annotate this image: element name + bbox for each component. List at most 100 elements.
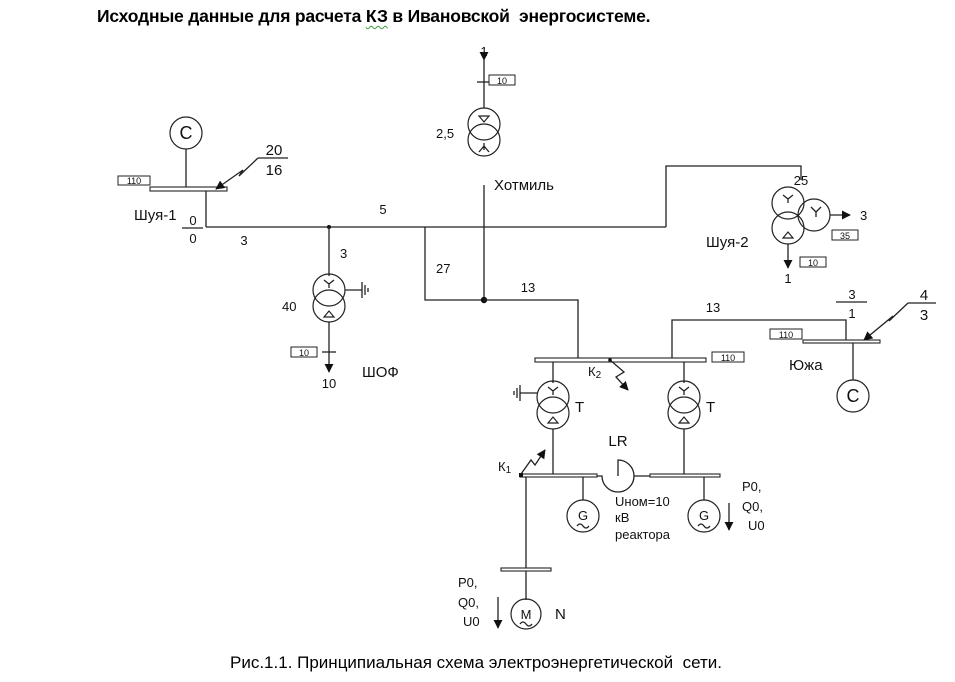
system-source-icon <box>836 379 870 413</box>
title-part-2: в Ивановской энергосистеме. <box>387 6 651 26</box>
shof-transformer-power: 40 <box>282 299 296 314</box>
fault-k2-sub: 2 <box>596 370 602 381</box>
shuya1-line-den: 0 <box>189 231 196 246</box>
motor-icon: M <box>510 598 542 630</box>
shuya1-node: C 110 20 16 Шуя-1 0 0 <box>117 116 288 246</box>
shuya2-transformer-power: 25 <box>794 173 808 188</box>
main-line-length: 5 <box>379 202 386 217</box>
shof-node: 3 40 10 10 ШОФ <box>282 227 399 391</box>
motor-bus <box>500 567 552 572</box>
shuya2-mid-load: 3 <box>860 208 867 223</box>
yuzha-voltage-box <box>769 328 803 340</box>
yuzha-fault-arrow-icon <box>863 302 909 341</box>
fault-point-dot <box>519 473 523 477</box>
shuya1-tap-length: 3 <box>240 233 247 248</box>
loop-line <box>424 227 484 301</box>
reactor-note-line-3: реактора <box>615 527 671 542</box>
motor-name: N <box>555 606 566 623</box>
left-transformer-icon <box>536 380 570 430</box>
reactor-icon <box>597 459 650 493</box>
shuya2-low-load: 1 <box>784 271 791 286</box>
fault-k1-arrow-icon <box>520 449 546 475</box>
yuzha-line-num: 3 <box>848 287 855 302</box>
hotmil-load: 1 <box>480 44 487 59</box>
yuzha-node: 110 3 1 4 3 Южа C <box>769 287 936 413</box>
right-gen-param-p: P0, <box>742 479 762 494</box>
shuya2-mid-voltage-box <box>831 229 859 241</box>
shuya2-three-winding-transformer-icon <box>771 186 831 245</box>
station-yuzha-length: 13 <box>706 300 720 315</box>
hotmil-transformer-icon <box>467 107 501 157</box>
ground-icon <box>513 385 537 401</box>
ground-icon <box>345 282 369 298</box>
shuya2-name: Шуя-2 <box>706 234 749 251</box>
shuya1-voltage: 110 <box>127 176 141 186</box>
fault-k2-arrow-icon <box>609 359 629 391</box>
left-generator-symbol: G <box>578 508 588 523</box>
yuzha-bus <box>802 339 881 344</box>
motor-param-u: U0 <box>463 614 480 629</box>
right-gen-param-q: Q0, <box>742 499 763 514</box>
shuya1-source-label: C <box>180 123 193 143</box>
loop-line-length: 27 <box>436 261 450 276</box>
shof-tap-length: 3 <box>340 246 347 261</box>
station-voltage-box <box>711 351 745 363</box>
right-10kv-bus <box>649 473 721 478</box>
title-part-1: Исходные данные для расчета <box>97 6 366 26</box>
motor-param-p: P0, <box>458 575 478 590</box>
figure-caption: Рис.1.1. Принципиальная схема электроэне… <box>230 653 722 672</box>
motor-symbol: M <box>521 607 532 622</box>
shof-name: ШОФ <box>362 364 399 381</box>
hotmil-name: Хотмиль <box>494 177 554 194</box>
left-10kv-bus <box>519 473 598 478</box>
yuzha-voltage: 110 <box>779 330 793 340</box>
main-lines: 3 5 27 13 <box>205 165 802 358</box>
shuya1-name: Шуя-1 <box>134 207 177 224</box>
reactor-note-line-1: Uном=10 <box>615 494 670 509</box>
shuya2-low-voltage-box <box>799 256 827 268</box>
station-node: 110 13 К2 T T <box>498 300 847 600</box>
hotmil-transformer-power: 2,5 <box>436 126 454 141</box>
yuzha-line-den: 1 <box>848 306 855 321</box>
station-voltage: 110 <box>721 353 735 363</box>
shuya1-fault-arrow-icon <box>215 157 259 190</box>
yuzha-sc-den: 3 <box>920 307 928 324</box>
motor-param-q: Q0, <box>458 595 479 610</box>
shof-voltage: 10 <box>299 348 309 358</box>
right-gen-param-u: U0 <box>748 518 765 533</box>
yuzha-source-label: C <box>847 386 860 406</box>
yuzha-sc-num: 4 <box>920 287 928 304</box>
shuya1-voltage-box <box>117 175 151 186</box>
to-station-length: 13 <box>521 280 535 295</box>
fault-k2-label: К2 <box>588 364 602 381</box>
page-title: Исходные данные для расчета КЗ в Ивановс… <box>97 6 650 27</box>
hotmil-node: 1 10 2,5 Хотмиль <box>436 44 554 194</box>
title-squiggle-word: КЗ <box>365 6 388 26</box>
shof-transformer-icon <box>312 273 346 323</box>
station-yuzha-line <box>671 319 847 358</box>
right-transformer-icon <box>667 380 701 430</box>
fault-k1-sub: 1 <box>506 465 512 476</box>
shuya1-line-num: 0 <box>189 213 196 228</box>
shuya2-mid-voltage: 35 <box>840 231 850 241</box>
right-generator-icon: G <box>687 499 721 533</box>
fault-k2-letter: К <box>588 364 596 379</box>
shuya1-sc-den: 16 <box>266 162 283 179</box>
motor-node: M N P0, Q0, U0 <box>458 567 566 630</box>
shuya1-bus <box>149 186 228 192</box>
yuzha-name: Южа <box>789 357 823 374</box>
left-transformer-label: T <box>575 399 584 416</box>
reactor-label: LR <box>608 433 627 450</box>
fault-k1-label: К1 <box>498 459 512 476</box>
right-transformer-label: T <box>706 399 715 416</box>
shuya2-low-voltage: 10 <box>808 258 818 268</box>
shuya2-node: 25 3 35 10 1 Шуя-2 <box>706 173 867 286</box>
hotmil-voltage: 10 <box>497 76 507 86</box>
left-generator-icon: G <box>566 499 600 533</box>
right-generator-symbol: G <box>699 508 709 523</box>
shof-voltage-box <box>290 346 318 358</box>
shuya2-line <box>665 165 802 227</box>
to-station-line <box>484 299 579 358</box>
fault-k1-letter: К <box>498 459 506 474</box>
